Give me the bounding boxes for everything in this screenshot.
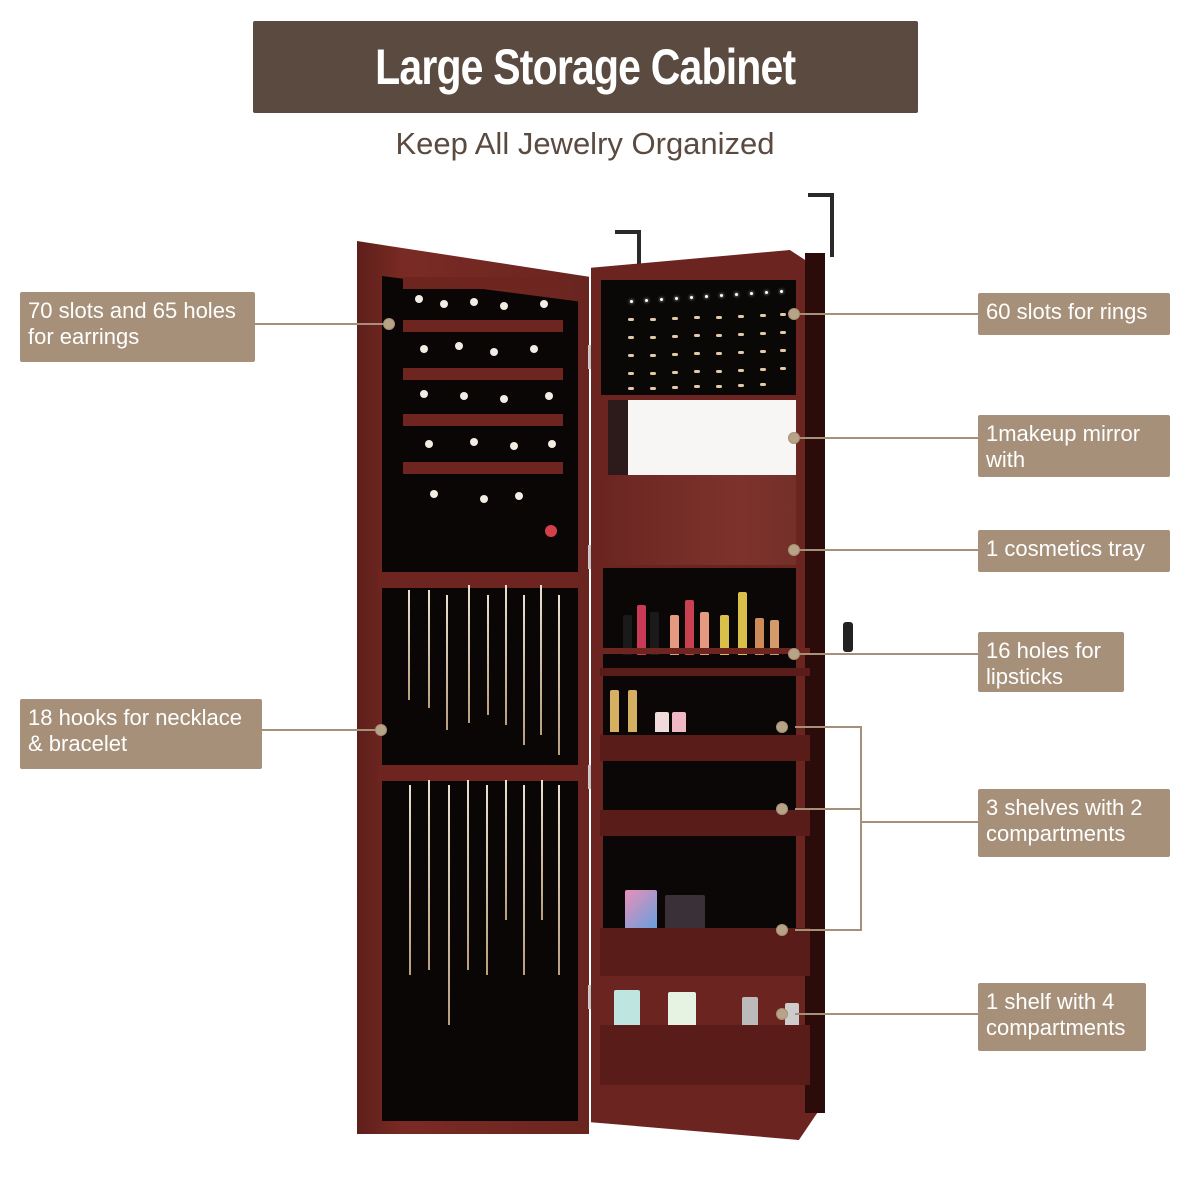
callout-dot-icon [383, 318, 395, 330]
earring-bar [403, 462, 563, 474]
callout-line [862, 821, 978, 823]
callout-dot-icon [776, 803, 788, 815]
callout-shelves: 3 shelves with 2 compartments [978, 789, 1170, 857]
callout-shelf4-text: 1 shelf with 4 compartments [986, 989, 1126, 1040]
callout-earrings-text: 70 slots and 65 holes for earrings [28, 298, 236, 349]
earring-bar [403, 277, 563, 289]
page-title: Large Storage Cabinet [375, 39, 796, 95]
door-hook-right-icon [808, 193, 834, 257]
callout-line [262, 729, 380, 731]
callout-dot-icon [776, 1008, 788, 1020]
shelf-3 [600, 928, 810, 976]
callout-rings-text: 60 slots for rings [986, 299, 1148, 324]
callout-mirror: 1makeup mirror with [978, 415, 1170, 477]
necklace-hook-bar [378, 765, 578, 781]
lipstick-shelf [600, 668, 810, 676]
callout-dot-icon [788, 648, 800, 660]
shelf-1 [600, 735, 810, 761]
earring-bar [403, 368, 563, 380]
shelf-4 [600, 1025, 810, 1085]
callout-lipsticks: 16 holes for lipsticks [978, 632, 1124, 692]
callout-dot-icon [776, 721, 788, 733]
callout-dot-icon [375, 724, 387, 736]
callout-lipsticks-text: 16 holes for lipsticks [986, 638, 1101, 689]
callout-dot-icon [776, 924, 788, 936]
makeup-mirror [608, 400, 796, 475]
callout-tray: 1 cosmetics tray [978, 530, 1170, 572]
necklace-hook-bar [378, 572, 578, 588]
callout-line [795, 653, 978, 655]
callout-line [255, 323, 388, 325]
callout-necklace-text: 18 hooks for necklace & bracelet [28, 705, 243, 756]
callout-mirror-text: 1makeup mirror with [986, 421, 1141, 472]
door-velvet-panel [382, 276, 578, 1121]
shelf-2 [600, 810, 810, 836]
callout-line [795, 437, 978, 439]
earring-bar [403, 320, 563, 332]
callout-line [795, 1013, 978, 1015]
earring-bar [403, 414, 563, 426]
callout-shelf4: 1 shelf with 4 compartments [978, 983, 1146, 1051]
callout-necklace: 18 hooks for necklace & bracelet [20, 699, 262, 769]
title-banner: Large Storage Cabinet [253, 21, 918, 113]
callout-line [795, 726, 862, 728]
cosmetics-tray [606, 475, 796, 565]
callout-earrings: 70 slots and 65 holes for earrings [20, 292, 255, 362]
lock-key-icon [843, 622, 853, 652]
lipstick-holder [600, 648, 810, 654]
callout-line [795, 313, 978, 315]
callout-shelves-text: 3 shelves with 2 compartments [986, 795, 1143, 846]
callout-tray-text: 1 cosmetics tray [986, 536, 1145, 561]
callout-dot-icon [788, 432, 800, 444]
callout-line [795, 929, 862, 931]
cabinet-side [805, 253, 825, 1113]
callout-bracket [860, 726, 862, 931]
callout-line [795, 549, 978, 551]
callout-line [795, 808, 862, 810]
door-hook-left-icon [615, 230, 641, 274]
callout-dot-icon [788, 308, 800, 320]
callout-dot-icon [788, 544, 800, 556]
callout-rings: 60 slots for rings [978, 293, 1170, 335]
page-subtitle: Keep All Jewelry Organized [395, 126, 775, 161]
